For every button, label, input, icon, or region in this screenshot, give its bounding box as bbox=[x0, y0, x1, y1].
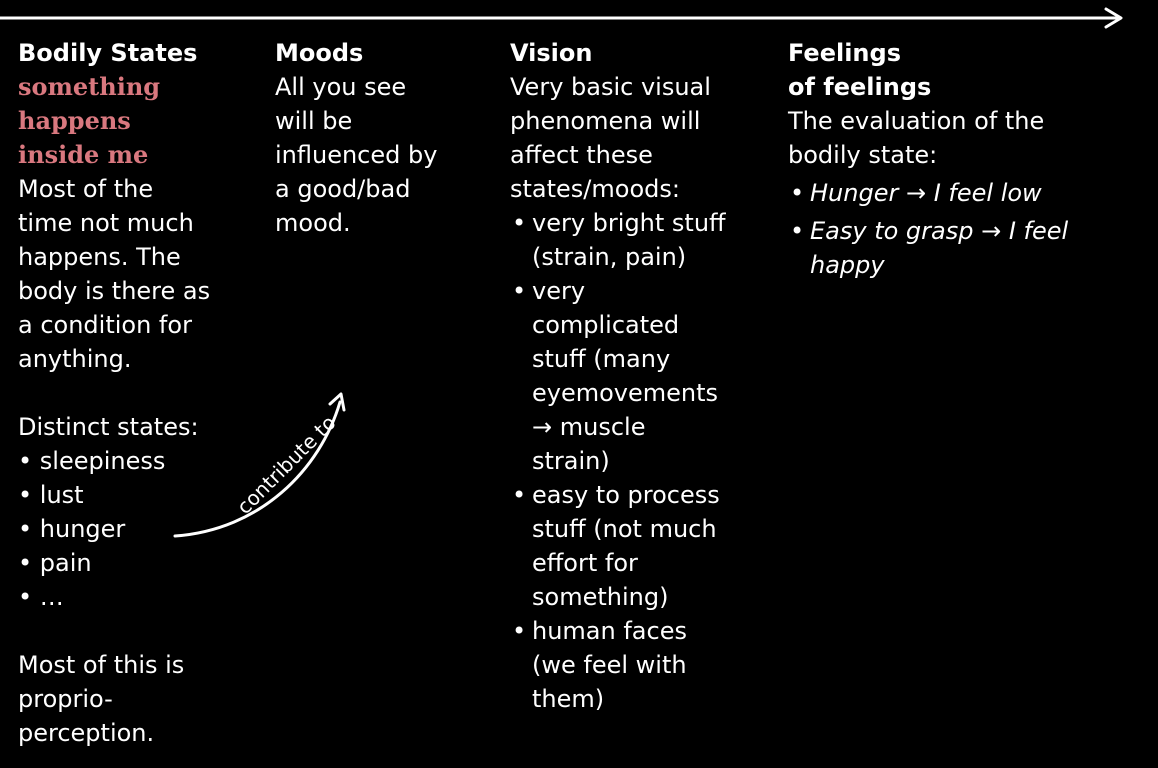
timeline-arrow-head bbox=[1104, 7, 1123, 29]
bodily-states-title: Bodily States bbox=[18, 39, 198, 67]
feelings-item-hunger: Hunger → I feel low bbox=[788, 176, 1128, 210]
footer-line: perception. bbox=[18, 719, 155, 747]
feelings-item-easy: Easy to grasp → I feel happy bbox=[788, 214, 1128, 282]
vision-item-line: very bbox=[532, 277, 586, 305]
column-bodily-states: Bodily States something happens inside m… bbox=[18, 36, 258, 750]
body-text-line: anything. bbox=[18, 345, 132, 373]
moods-text-line: a good/bad bbox=[275, 175, 411, 203]
accent-line-2: happens bbox=[18, 106, 131, 135]
feelings-item-line: happy bbox=[810, 251, 885, 279]
moods-text-line: mood. bbox=[275, 209, 351, 237]
vision-intro-line: phenomena will bbox=[510, 107, 701, 135]
vision-item-line: stuff (not much bbox=[532, 515, 717, 543]
column-feelings: Feelings of feelings The evaluation of t… bbox=[788, 36, 1128, 282]
moods-text-line: will be bbox=[275, 107, 353, 135]
accent-line-1: something bbox=[18, 72, 161, 101]
vision-item-faces: human faces (we feel with them) bbox=[510, 614, 760, 716]
feelings-item-line: Easy to grasp → I feel bbox=[810, 217, 1069, 245]
vision-item-line: them) bbox=[532, 685, 605, 713]
vision-item-line: effort for bbox=[532, 549, 638, 577]
vision-intro-line: states/moods: bbox=[510, 175, 680, 203]
vision-item-bright: very bright stuff (strain, pain) bbox=[510, 206, 760, 274]
vision-item-complicated: very complicated stuff (many eyemovement… bbox=[510, 274, 760, 478]
feelings-title-line-1: Feelings bbox=[788, 39, 901, 67]
vision-intro-line: Very basic visual bbox=[510, 73, 711, 101]
column-moods: Moods All you see will be influenced by … bbox=[275, 36, 485, 240]
vision-item-line: → muscle bbox=[532, 413, 646, 441]
feelings-intro-line: bodily state: bbox=[788, 141, 938, 169]
vision-item-line: (we feel with bbox=[532, 651, 687, 679]
moods-title: Moods bbox=[275, 39, 364, 67]
feelings-title-line-2: of feelings bbox=[788, 73, 932, 101]
body-text-line: a condition for bbox=[18, 311, 192, 339]
state-item: hunger bbox=[18, 512, 258, 546]
footer-line: Most of this is bbox=[18, 651, 185, 679]
state-item: sleepiness bbox=[18, 444, 258, 478]
spacer bbox=[18, 614, 258, 648]
vision-item-line: complicated bbox=[532, 311, 680, 339]
body-text-line: Most of the bbox=[18, 175, 154, 203]
vision-item-line: stuff (many bbox=[532, 345, 671, 373]
column-vision: Vision Very basic visual phenomena will … bbox=[510, 36, 760, 716]
feelings-item-line: Hunger → I feel low bbox=[810, 179, 1042, 207]
vision-item-easy: easy to process stuff (not much effort f… bbox=[510, 478, 760, 614]
body-text-line: happens. The bbox=[18, 243, 181, 271]
vision-item-line: strain) bbox=[532, 447, 610, 475]
vision-item-line: very bright stuff bbox=[532, 209, 726, 237]
spacer bbox=[18, 376, 258, 410]
vision-item-line: easy to process bbox=[532, 481, 720, 509]
state-item: pain bbox=[18, 546, 258, 580]
feelings-intro-line: The evaluation of the bbox=[788, 107, 1045, 135]
moods-text-line: influenced by bbox=[275, 141, 438, 169]
vision-title: Vision bbox=[510, 39, 593, 67]
vision-item-line: (strain, pain) bbox=[532, 243, 687, 271]
state-item: … bbox=[18, 580, 258, 614]
state-item: lust bbox=[18, 478, 258, 512]
body-text-line: time not much bbox=[18, 209, 194, 237]
accent-line-3: inside me bbox=[18, 140, 149, 169]
moods-text-line: All you see bbox=[275, 73, 407, 101]
vision-item-line: something) bbox=[532, 583, 669, 611]
vision-item-line: human faces bbox=[532, 617, 687, 645]
contribute-curve-head bbox=[328, 392, 346, 412]
footer-line: proprio- bbox=[18, 685, 113, 713]
states-label: Distinct states: bbox=[18, 413, 199, 441]
vision-intro-line: affect these bbox=[510, 141, 653, 169]
vision-item-line: eyemovements bbox=[532, 379, 719, 407]
body-text-line: body is there as bbox=[18, 277, 211, 305]
